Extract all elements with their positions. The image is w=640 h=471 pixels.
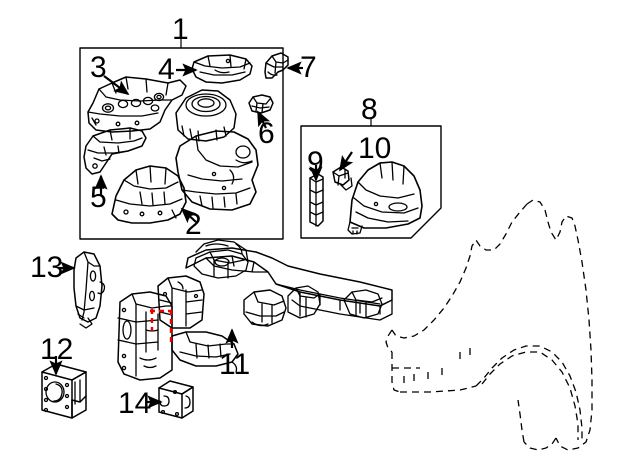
callout-label-3[interactable]: 3 bbox=[90, 51, 107, 84]
part-5-lower-reinforcement bbox=[83, 127, 147, 175]
callout-label-9[interactable]: 9 bbox=[307, 146, 324, 179]
part-9-vertical-bracket bbox=[309, 173, 324, 227]
part-2-wheelhouse-panel bbox=[175, 130, 259, 211]
callout-label-13[interactable]: 13 bbox=[30, 251, 64, 284]
fender-outline bbox=[385, 199, 593, 451]
right-suspension-mount bbox=[243, 289, 287, 327]
part-14-box-bracket bbox=[158, 380, 194, 419]
strut-tower-assembly bbox=[175, 89, 237, 142]
callout-label-11[interactable]: 11 bbox=[219, 348, 251, 381]
callout-label-10[interactable]: 10 bbox=[358, 132, 392, 165]
part-12-bumper-mount-plate bbox=[41, 363, 87, 419]
leader-10 bbox=[339, 151, 354, 172]
leader-3 bbox=[103, 75, 130, 96]
upper-rail-cowl-piece bbox=[193, 249, 249, 279]
apron-reinforcement-panel bbox=[111, 165, 187, 224]
callout-label-14[interactable]: 14 bbox=[118, 387, 152, 420]
callout-label-1[interactable]: 1 bbox=[172, 13, 189, 46]
callout-label-12[interactable]: 12 bbox=[40, 333, 74, 366]
callout-label-2[interactable]: 2 bbox=[185, 208, 202, 241]
callout-label-7[interactable]: 7 bbox=[300, 51, 317, 84]
callout-leaders bbox=[49, 61, 354, 409]
part-11-frame-rail-assembly bbox=[117, 239, 393, 381]
callout-label-6[interactable]: 6 bbox=[258, 117, 275, 150]
part-10-clip bbox=[332, 166, 353, 191]
leader-6 bbox=[257, 110, 271, 129]
part-6-clip-bracket bbox=[248, 94, 274, 114]
part-7-mount-bracket bbox=[264, 52, 289, 79]
part-8-wheelhouse-outer bbox=[347, 161, 423, 235]
group-box-8 bbox=[300, 125, 442, 239]
callout-label-5[interactable]: 5 bbox=[90, 181, 107, 214]
part-4-upper-panel bbox=[191, 54, 253, 84]
part-3-rail-reinforcement bbox=[87, 76, 187, 133]
leader-2 bbox=[180, 207, 197, 224]
part-13-pillar-brace bbox=[73, 251, 106, 329]
callout-label-8[interactable]: 8 bbox=[361, 93, 378, 126]
callout-label-4[interactable]: 4 bbox=[158, 53, 175, 86]
red-dashed-highlight bbox=[150, 309, 173, 344]
